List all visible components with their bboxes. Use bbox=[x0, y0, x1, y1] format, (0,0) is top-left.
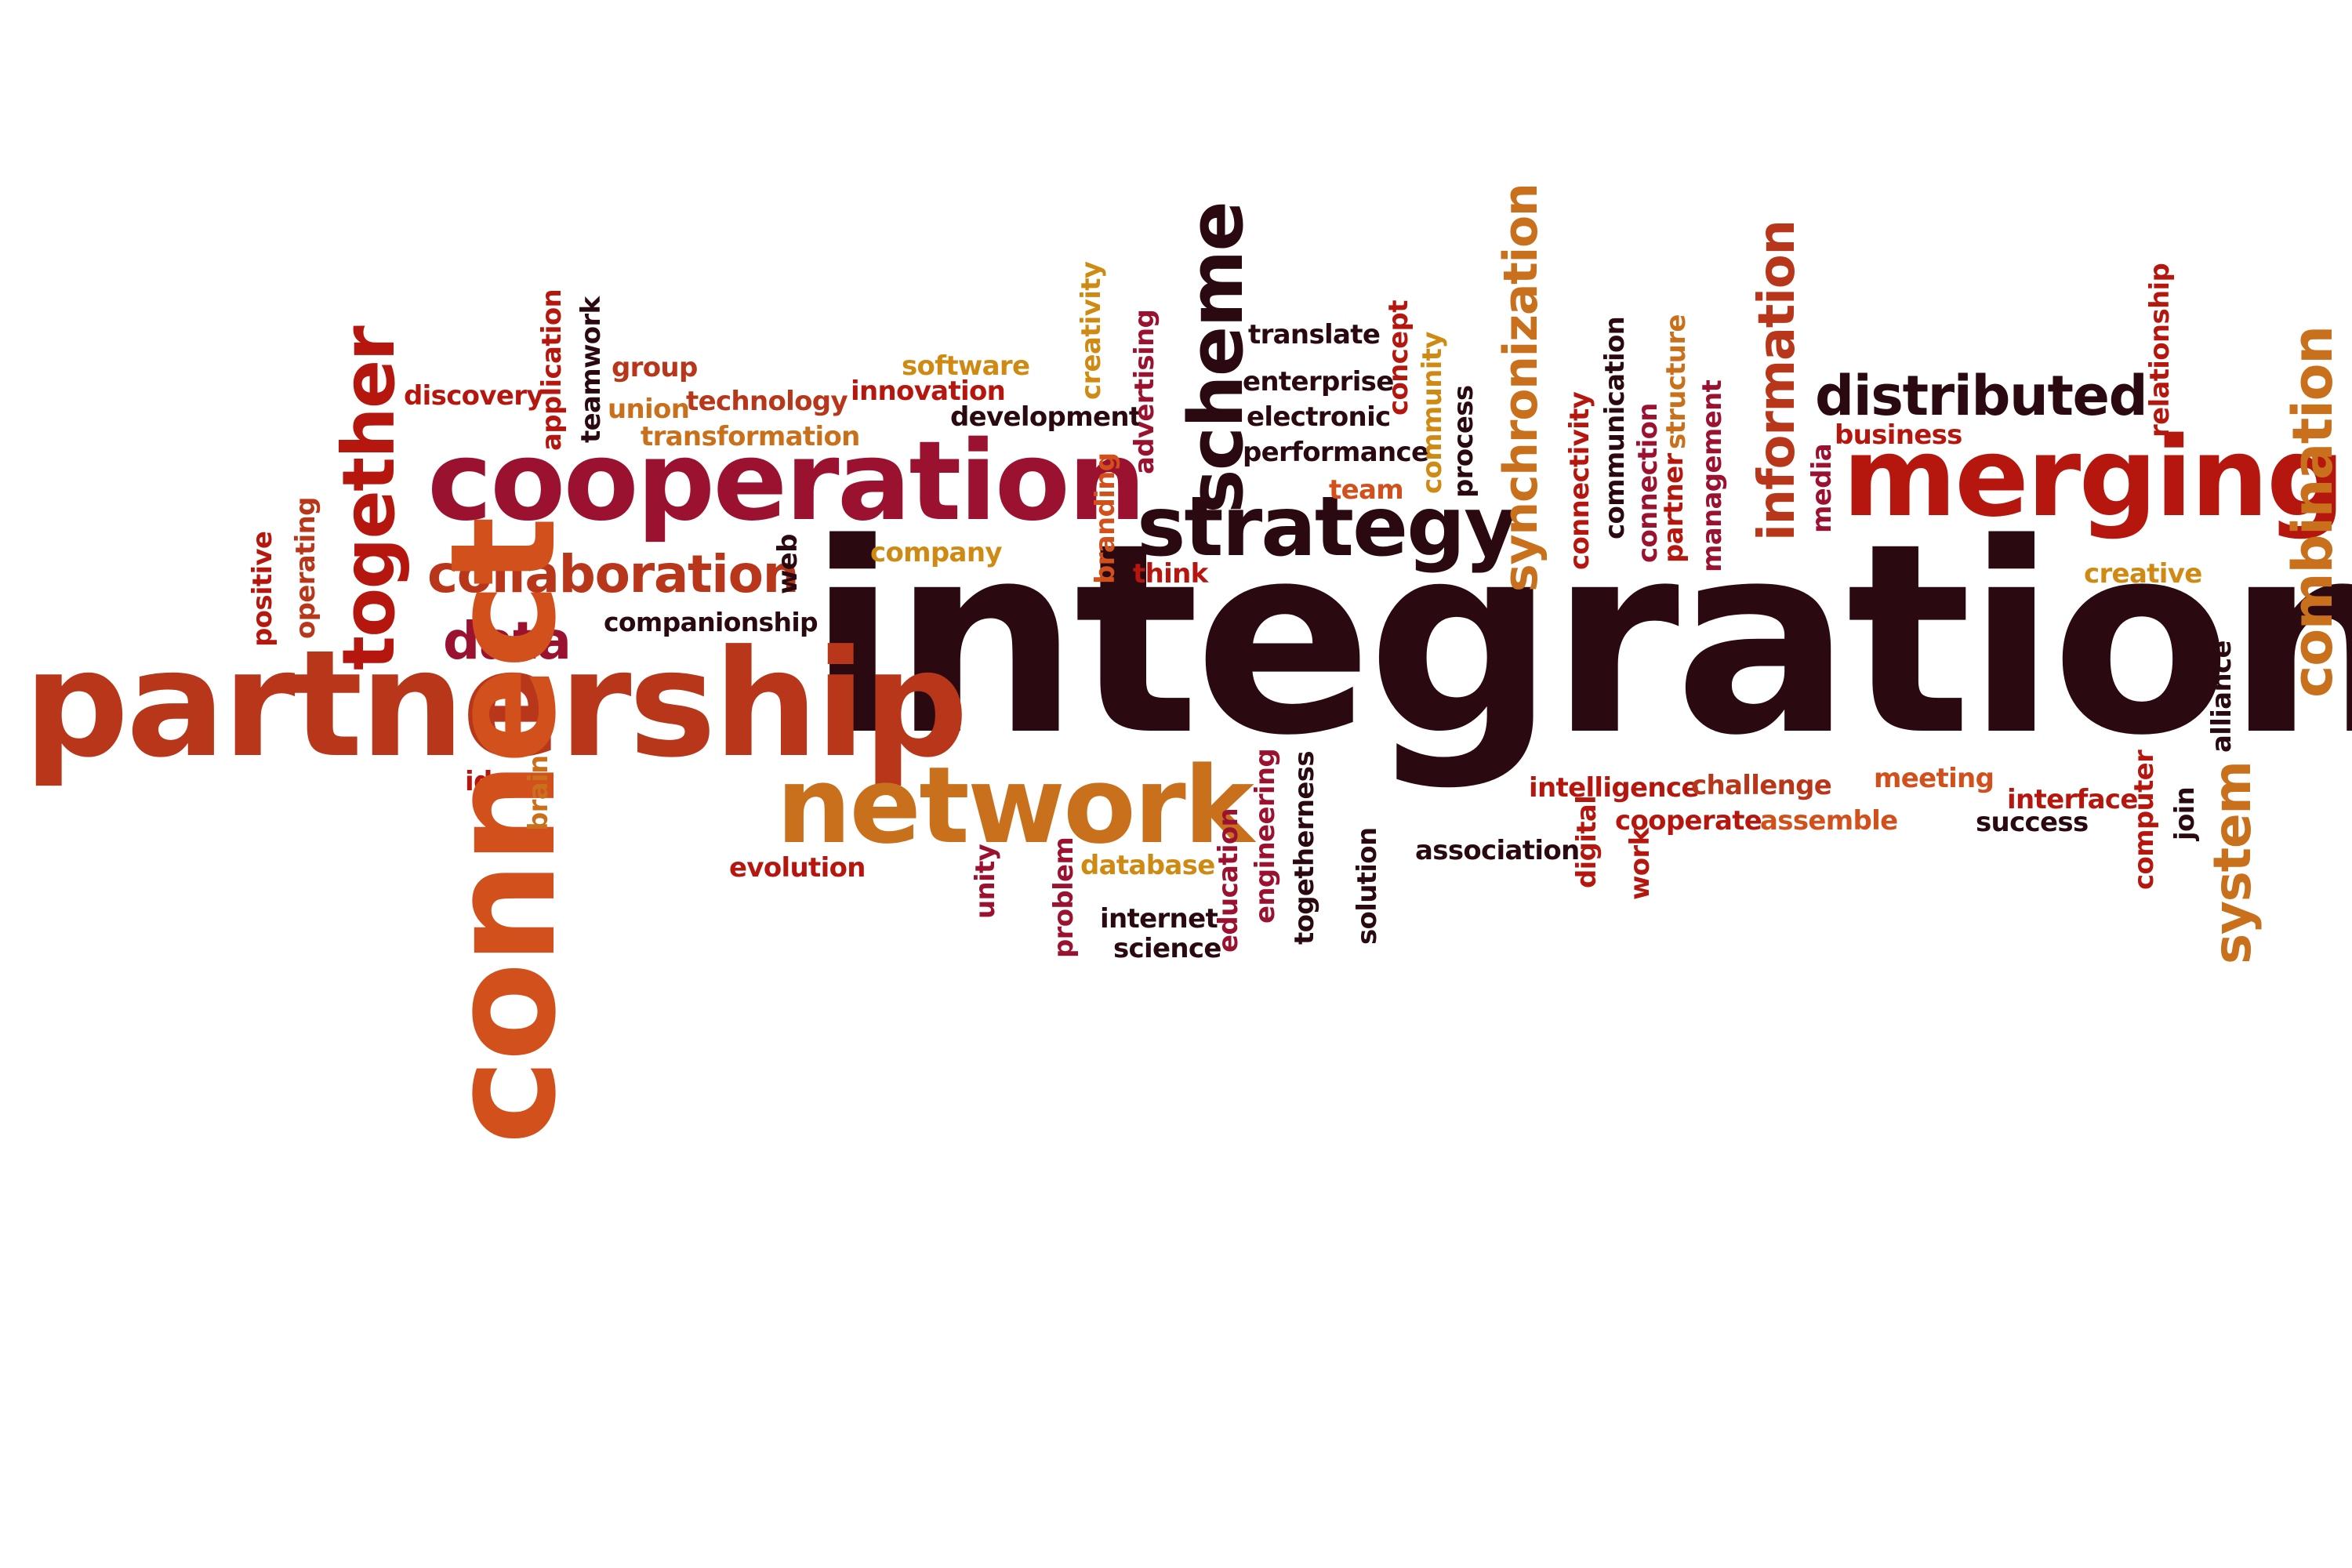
cloud-word-translate: translate bbox=[1248, 319, 1381, 350]
cloud-word-electronic: electronic bbox=[1247, 401, 1391, 433]
cloud-word-companionship: companionship bbox=[604, 607, 818, 637]
cloud-word-relationship: relationship bbox=[2144, 263, 2176, 437]
cloud-word-education: education bbox=[1213, 808, 1244, 953]
cloud-word-synchronization: synchronization bbox=[1494, 183, 1548, 592]
cloud-word-computer: computer bbox=[2129, 750, 2160, 890]
cloud-word-technology: technology bbox=[686, 386, 848, 417]
cloud-word-partnership: partnership bbox=[24, 619, 968, 790]
cloud-word-system: system bbox=[2202, 761, 2263, 964]
cloud-word-connect: connect bbox=[419, 519, 588, 1145]
cloud-word-development: development bbox=[950, 401, 1142, 433]
cloud-word-network: network bbox=[776, 744, 1254, 867]
cloud-word-company: company bbox=[870, 537, 1003, 568]
cloud-word-success: success bbox=[1976, 807, 2089, 838]
cloud-word-database: database bbox=[1080, 850, 1215, 881]
cloud-word-distributed: distributed bbox=[1815, 364, 2148, 428]
cloud-word-innovation: innovation bbox=[851, 376, 1006, 407]
cloud-word-management: management bbox=[1697, 379, 1728, 572]
cloud-word-data: data bbox=[443, 611, 572, 671]
cloud-word-integration: integration bbox=[808, 488, 2352, 793]
cloud-word-combination: combination bbox=[2281, 326, 2345, 698]
cloud-word-association: association bbox=[1415, 835, 1580, 866]
cloud-word-think: think bbox=[1133, 558, 1208, 590]
cloud-word-branding: branding bbox=[1090, 452, 1121, 584]
cloud-word-connection: connection bbox=[1632, 403, 1664, 563]
cloud-word-communication: communication bbox=[1599, 316, 1631, 539]
cloud-word-work: work bbox=[1624, 828, 1656, 900]
cloud-word-creative: creative bbox=[2084, 558, 2202, 590]
cloud-word-collaboration: collaboration bbox=[427, 544, 800, 604]
cloud-word-structure: structure bbox=[1661, 314, 1692, 449]
cloud-word-digital: digital bbox=[1571, 795, 1602, 888]
cloud-word-performance: performance bbox=[1243, 437, 1429, 468]
cloud-word-teamwork: teamwork bbox=[575, 296, 607, 443]
cloud-word-concept: concept bbox=[1383, 300, 1414, 416]
cloud-word-media: media bbox=[1806, 443, 1838, 533]
cloud-word-evolution: evolution bbox=[729, 852, 866, 884]
cloud-word-unity: unity bbox=[970, 844, 1001, 919]
cloud-word-meeting: meeting bbox=[1874, 763, 1994, 794]
cloud-word-enterprise: enterprise bbox=[1243, 366, 1394, 397]
cloud-word-brain: brain bbox=[523, 755, 554, 831]
cloud-word-idea: idea bbox=[465, 766, 528, 797]
cloud-word-problem: problem bbox=[1048, 837, 1080, 958]
cloud-word-interface: interface bbox=[2007, 784, 2138, 815]
cloud-word-join: join bbox=[2169, 786, 2201, 840]
cloud-word-challenge: challenge bbox=[1691, 770, 1832, 801]
cloud-word-creativity: creativity bbox=[1076, 261, 1107, 400]
cloud-word-science: science bbox=[1113, 933, 1221, 964]
cloud-word-merging: merging bbox=[1842, 414, 2345, 542]
cloud-word-information: information bbox=[1748, 220, 1806, 541]
cloud-word-discovery: discovery bbox=[404, 380, 543, 412]
cloud-word-cooperate: cooperate bbox=[1615, 805, 1762, 837]
cloud-word-engineering: engineering bbox=[1250, 748, 1281, 924]
cloud-word-advertising: advertising bbox=[1129, 309, 1160, 474]
cloud-word-team: team bbox=[1329, 474, 1404, 506]
cloud-word-software: software bbox=[902, 350, 1030, 382]
cloud-word-cooperation: cooperation bbox=[427, 418, 1146, 546]
cloud-word-business: business bbox=[1835, 419, 1962, 451]
cloud-word-community: community bbox=[1417, 332, 1448, 494]
cloud-word-scheme: scheme bbox=[1174, 202, 1260, 514]
cloud-word-togetherness: togetherness bbox=[1289, 751, 1320, 945]
cloud-word-solution: solution bbox=[1352, 827, 1383, 946]
cloud-word-alliance: alliance bbox=[2206, 641, 2238, 753]
cloud-word-group: group bbox=[612, 352, 698, 383]
cloud-word-internet: internet bbox=[1100, 903, 1218, 935]
cloud-word-transformation: transformation bbox=[641, 421, 860, 452]
cloud-word-assemble: assemble bbox=[1760, 805, 1898, 837]
cloud-word-intelligence: intelligence bbox=[1529, 772, 1699, 804]
cloud-word-web: web bbox=[772, 534, 804, 594]
cloud-word-together: together bbox=[327, 327, 411, 670]
cloud-word-application: application bbox=[536, 289, 568, 451]
cloud-word-partner: partner bbox=[1658, 453, 1690, 563]
cloud-word-connectivity: connectivity bbox=[1564, 391, 1595, 570]
cloud-word-process: process bbox=[1448, 385, 1479, 498]
cloud-word-strategy: strategy bbox=[1137, 479, 1518, 575]
cloud-word-operating: operating bbox=[290, 497, 321, 639]
cloud-word-positive: positive bbox=[247, 531, 278, 647]
cloud-word-union: union bbox=[608, 394, 690, 425]
